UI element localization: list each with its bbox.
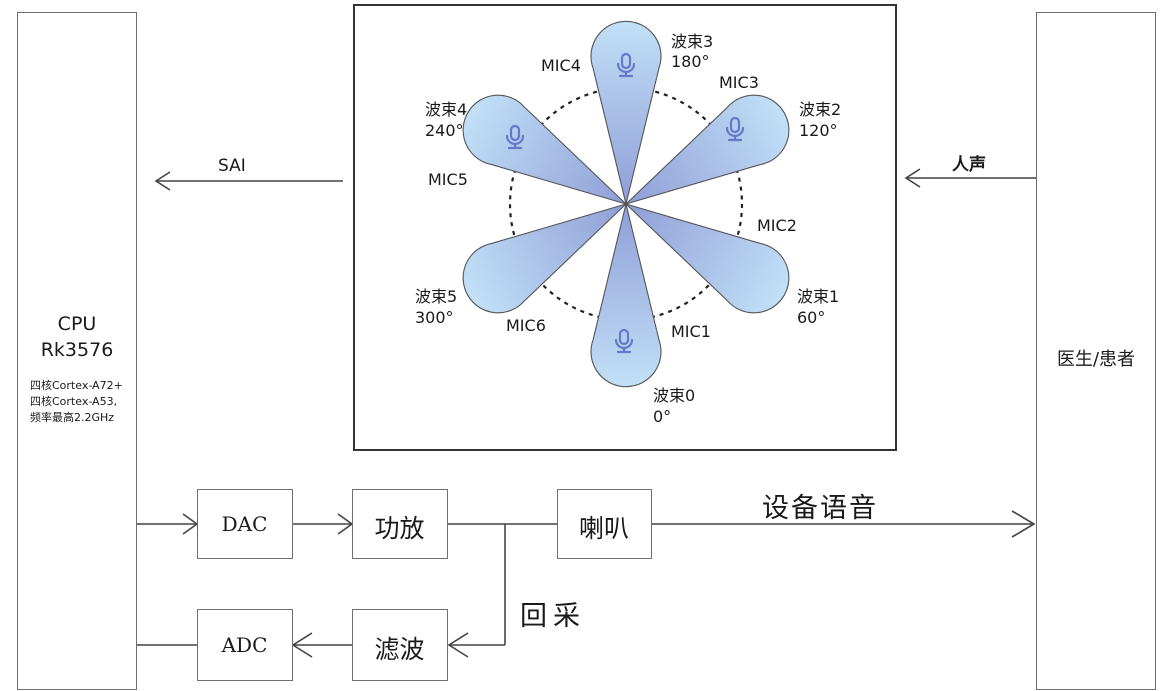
amp-label: 功放: [374, 514, 425, 543]
filter-block: 滤波: [352, 609, 448, 681]
beam5-name: 波束5: [415, 287, 458, 306]
mic2-label: MIC2: [757, 216, 797, 235]
beam1-angle: 60°: [797, 308, 826, 327]
beam4-name: 波束4: [425, 100, 468, 119]
beam3-angle: 180°: [671, 52, 710, 71]
cpu-title: CPU: [57, 313, 97, 335]
cpu-spec-line1: 四核Cortex-A72+: [30, 379, 123, 392]
device-voice-label: 设备语音: [762, 493, 878, 524]
mic-icon: [505, 124, 525, 150]
beam1-name: 波束1: [797, 287, 840, 306]
beam2-name: 波束2: [799, 100, 842, 119]
mic-icon: [614, 328, 634, 354]
person-block: 医生/患者: [1036, 12, 1156, 690]
sai-label: SAI: [218, 156, 246, 176]
mic4-label: MIC4: [541, 56, 581, 75]
speaker-label: 喇叭: [578, 514, 629, 543]
beam0-name: 波束0: [653, 386, 696, 405]
cpu-spec-line2: 四核Cortex-A53,: [30, 395, 118, 408]
cpu-model: Rk3576: [40, 339, 114, 361]
beam5-angle: 300°: [415, 308, 454, 327]
person-label: 医生/患者: [1056, 349, 1136, 370]
dac-label: DAC: [221, 512, 268, 536]
mic3-label: MIC3: [719, 73, 759, 92]
cpu-block: CPU Rk3576 四核Cortex-A72+ 四核Cortex-A53, 频…: [17, 12, 137, 690]
filter-label: 滤波: [374, 635, 425, 664]
adc-label: ADC: [221, 633, 268, 657]
speaker-block: 喇叭: [557, 489, 652, 559]
beam2-angle: 120°: [799, 121, 838, 140]
mic1-label: MIC1: [671, 322, 711, 341]
mic-icon: [725, 116, 745, 142]
beam-lobe-0: [590, 203, 662, 388]
beam0-angle: 0°: [653, 407, 672, 426]
cpu-spec-line3: 频率最高2.2GHz: [30, 411, 115, 424]
beam4-angle: 240°: [425, 121, 464, 140]
beam3-name: 波束3: [671, 32, 714, 51]
adc-block: ADC: [197, 609, 293, 681]
amp-block: 功放: [352, 489, 448, 559]
beam-lobe-3: [590, 20, 662, 205]
voice-label: 人声: [952, 155, 986, 175]
dac-block: DAC: [197, 489, 293, 559]
loopback-label: 回采: [520, 601, 586, 632]
mic-icon: [616, 52, 636, 78]
mic6-label: MIC6: [506, 316, 546, 335]
mic5-label: MIC5: [428, 170, 468, 189]
